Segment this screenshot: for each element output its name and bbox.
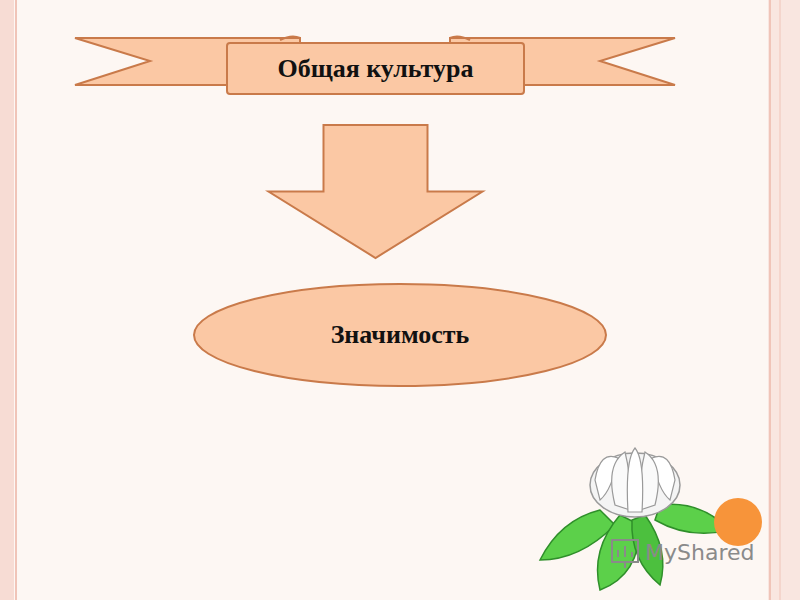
ellipse-node: Значимость — [193, 283, 607, 387]
node-text: Общая культура — [278, 54, 474, 84]
node-text: Значимость — [331, 320, 470, 350]
watermark: MyShared — [645, 540, 754, 565]
watermark-icon — [612, 540, 638, 568]
block-arrow — [269, 125, 483, 258]
right-border-line — [780, 0, 781, 600]
left-border-line — [15, 0, 17, 600]
flower-illustration — [540, 448, 762, 590]
ribbon-fold — [450, 36, 470, 40]
right-border — [768, 0, 800, 600]
ribbon-fold — [280, 36, 300, 40]
right-border-line — [769, 0, 771, 600]
left-border — [0, 0, 14, 600]
banner-box: Общая культура — [226, 42, 525, 95]
